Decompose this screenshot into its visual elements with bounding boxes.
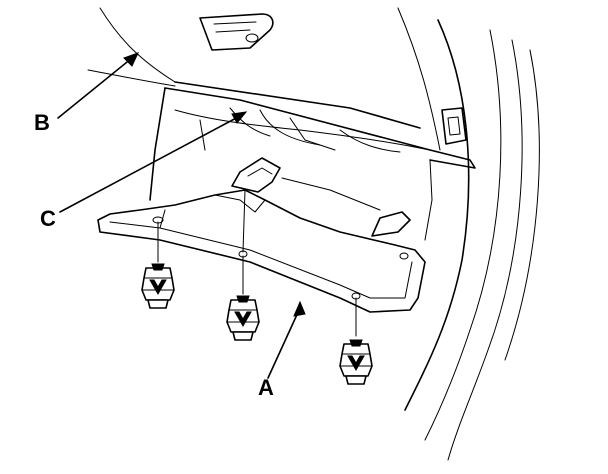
- clip-fastener-right: [339, 339, 373, 385]
- leader-line-a: [267, 300, 306, 379]
- callout-label-b: B: [34, 110, 50, 135]
- under-cover-part-a: [97, 157, 426, 313]
- clip-fastener-center: [226, 295, 260, 341]
- callout-label-c: C: [40, 206, 56, 231]
- callout-label-a: A: [258, 375, 274, 400]
- glove-box-handle: [199, 13, 274, 51]
- leader-line-c: [59, 111, 248, 213]
- fastener-guide-lines: [157, 189, 357, 337]
- dashboard-outline: [87, 7, 421, 129]
- clip-fastener-left: [141, 263, 175, 309]
- door-pillar-lines: [397, 7, 540, 461]
- leader-line-b: [57, 52, 139, 119]
- lower-dash-frame: [149, 87, 476, 241]
